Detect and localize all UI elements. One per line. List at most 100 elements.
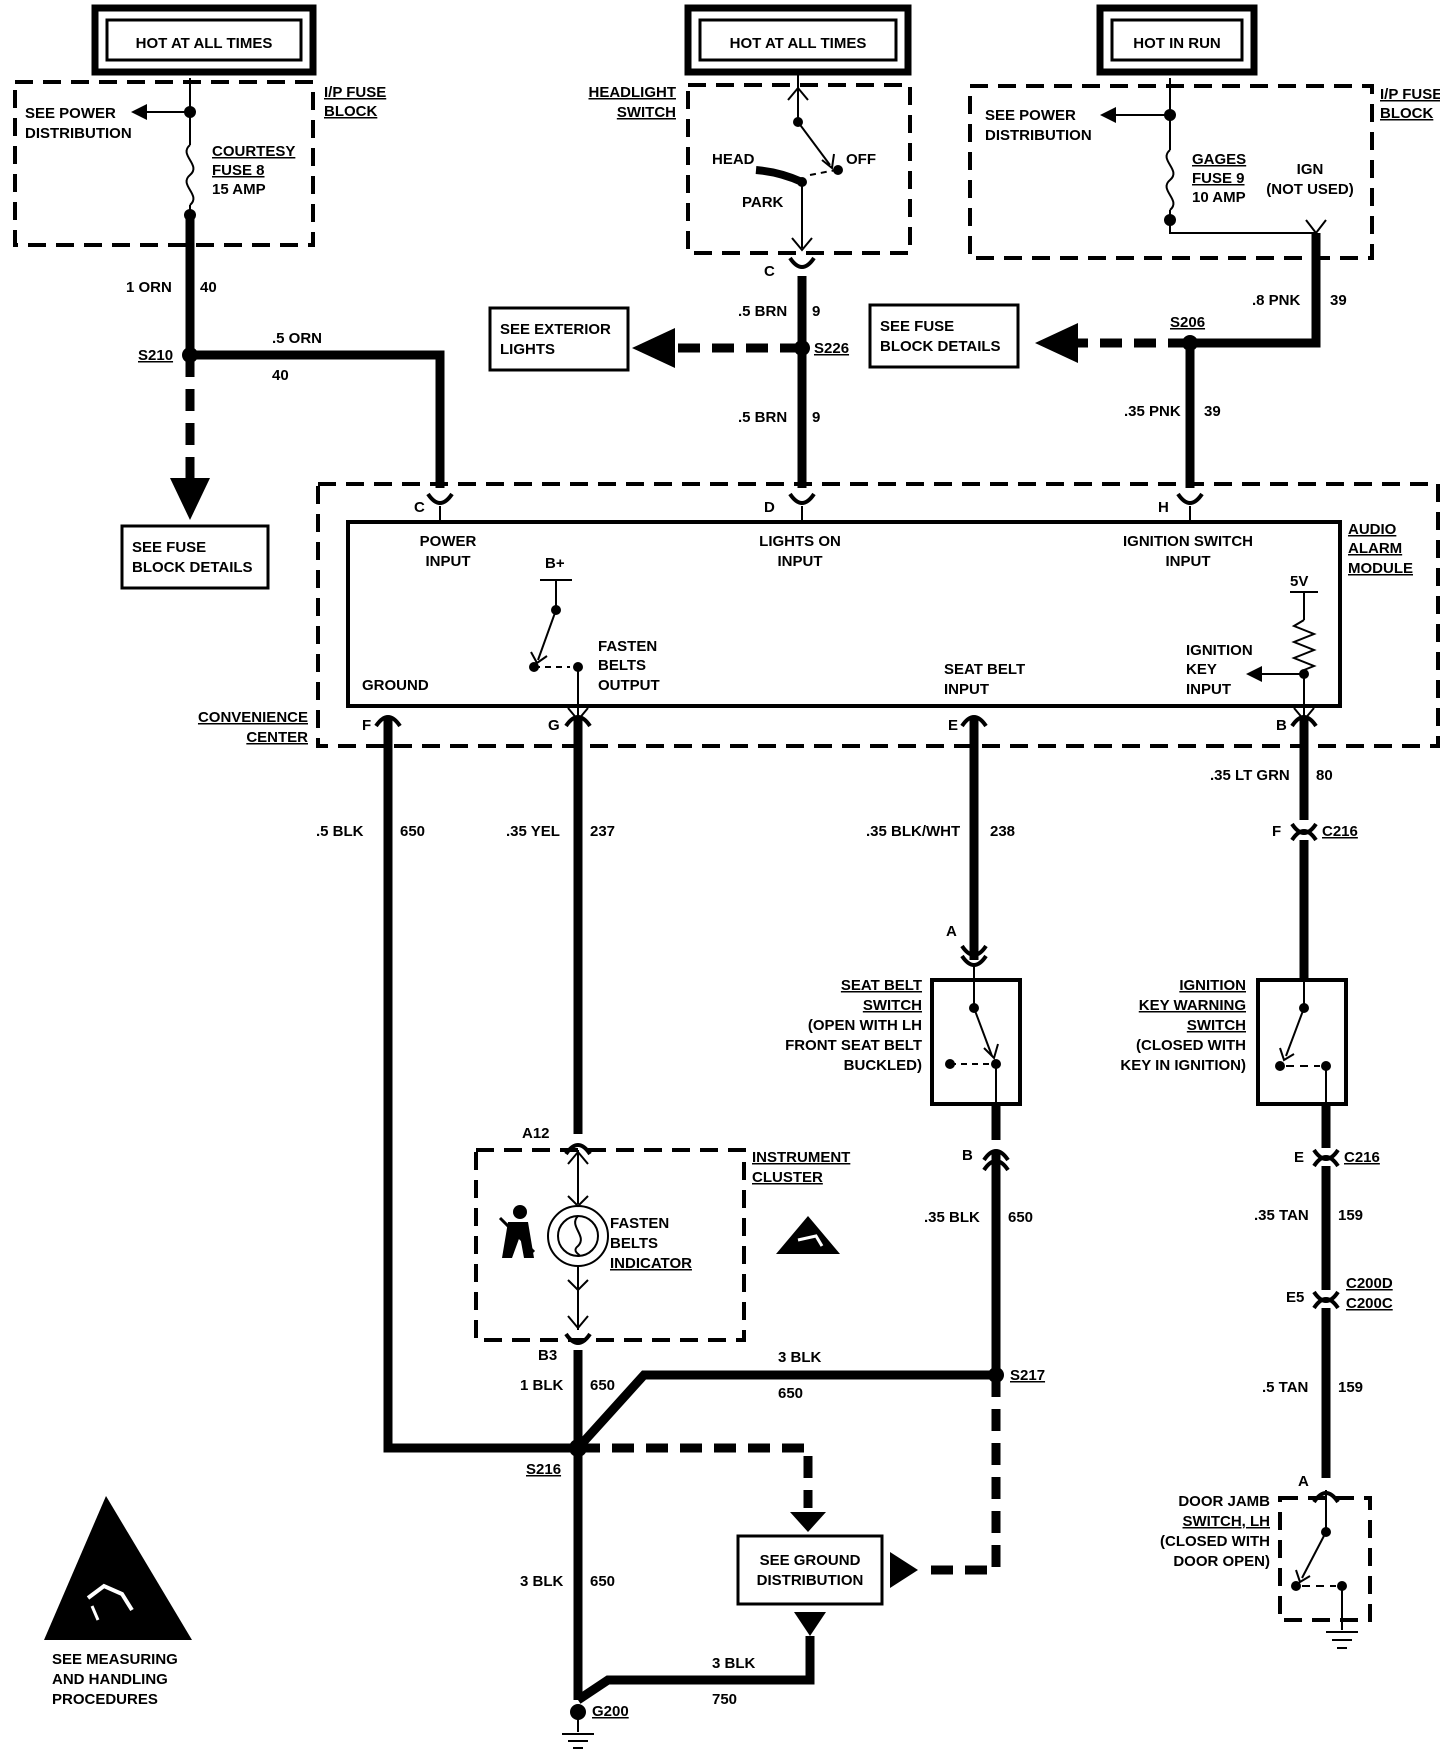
fasten-output-label-2: BELTS bbox=[598, 657, 646, 674]
fasten-output-label-3: OUTPUT bbox=[598, 677, 660, 694]
seat-belt-input-label-2: INPUT bbox=[944, 681, 989, 698]
headlight-head-label: HEAD bbox=[712, 151, 755, 168]
wire-w1-size: 1 ORN bbox=[126, 279, 172, 296]
switch-icon bbox=[973, 1007, 993, 1057]
pin-sb-a: A bbox=[946, 923, 957, 940]
wire-w7-size: .5 BLK bbox=[316, 823, 364, 840]
see-fuse-block-left-1: SEE FUSE bbox=[132, 539, 206, 556]
see-measuring-3: PROCEDURES bbox=[52, 1691, 158, 1708]
see-fuse-block-mid-1: SEE FUSE bbox=[880, 318, 954, 335]
convenience-center-label-2: CENTER bbox=[246, 729, 308, 746]
splice-s216-label: S216 bbox=[526, 1461, 561, 1478]
wire-w8-size: .35 YEL bbox=[506, 823, 560, 840]
see-fuse-block-left-2: BLOCK DETAILS bbox=[132, 559, 253, 576]
wire-w5-circuit: 39 bbox=[1330, 292, 1347, 309]
pin-c216-f: F bbox=[1272, 823, 1281, 840]
wire-w13-size: .5 TAN bbox=[1262, 1379, 1308, 1396]
see-ground-distribution[interactable]: SEE GROUND DISTRIBUTION bbox=[736, 1534, 884, 1606]
module-name-1: AUDIO bbox=[1348, 521, 1397, 538]
wire-w8-circuit: 237 bbox=[590, 823, 615, 840]
ign-switch-input-label-1: IGNITION SWITCH bbox=[1123, 533, 1253, 550]
instrument-cluster: INSTRUMENT CLUSTER FASTEN BELTS INDICATO… bbox=[474, 1148, 850, 1342]
connector-c200d: C200D bbox=[1346, 1275, 1393, 1292]
pin-c200-e5: E5 bbox=[1286, 1289, 1304, 1306]
ign-key-warning-switch-5: KEY IN IGNITION) bbox=[1120, 1057, 1246, 1074]
pin-hs-c: C bbox=[764, 263, 775, 280]
see-exterior-lights-1: SEE EXTERIOR bbox=[500, 321, 611, 338]
left-fuse-block: I/P FUSE BLOCK SEE POWER DISTRIBUTION CO… bbox=[13, 78, 386, 247]
wire-w5-size: .8 PNK bbox=[1252, 292, 1301, 309]
power-source-left-label: HOT AT ALL TIMES bbox=[136, 35, 273, 52]
see-exterior-lights[interactable]: SEE EXTERIOR LIGHTS bbox=[488, 306, 630, 372]
wire-w7-circuit: 650 bbox=[400, 823, 425, 840]
pin-mod-h: H bbox=[1158, 499, 1169, 516]
wire-w2-size: .5 ORN bbox=[272, 330, 322, 347]
wire-w17-size: 3 BLK bbox=[712, 1655, 756, 1672]
pin-mod-e: E bbox=[948, 717, 958, 734]
pin-dj-a: A bbox=[1298, 1473, 1309, 1490]
seat-belt-switch-5: BUCKLED) bbox=[844, 1057, 922, 1074]
ign-label-2: (NOT USED) bbox=[1266, 181, 1354, 198]
wire-w1-circuit: 40 bbox=[200, 279, 217, 296]
wire-w12-circuit: 159 bbox=[1338, 1207, 1363, 1224]
door-jamb-switch-1: DOOR JAMB bbox=[1178, 1493, 1270, 1510]
wire-w4-circuit: 9 bbox=[812, 409, 820, 426]
wire-w16-size: 3 BLK bbox=[778, 1349, 822, 1366]
gages-fuse-3: 10 AMP bbox=[1192, 189, 1246, 206]
resistor-icon bbox=[1291, 619, 1317, 671]
seat-belt-switch bbox=[930, 978, 1022, 1106]
esd-warning-icon bbox=[44, 1496, 192, 1640]
arrow-left-icon bbox=[1035, 323, 1078, 363]
ign-key-warning-switch-2: KEY WARNING bbox=[1139, 997, 1246, 1014]
pin-ic-b3: B3 bbox=[538, 1347, 557, 1364]
ign-key-input-label-3: INPUT bbox=[1186, 681, 1231, 698]
lights-on-label-2: INPUT bbox=[778, 553, 823, 570]
door-jamb-switch bbox=[1278, 1490, 1372, 1622]
seat-belt-switch-2: SWITCH bbox=[863, 997, 922, 1014]
wire-w9-circuit: 238 bbox=[990, 823, 1015, 840]
left-see-power-text-2: DISTRIBUTION bbox=[25, 125, 132, 142]
see-fuse-block-left[interactable]: SEE FUSE BLOCK DETAILS bbox=[120, 524, 270, 590]
ground-g200-label: G200 bbox=[592, 1703, 629, 1720]
ign-key-warning-switch-3: SWITCH bbox=[1187, 1017, 1246, 1034]
wire-w3-size: .5 BRN bbox=[738, 303, 787, 320]
door-jamb-switch-2: SWITCH, LH bbox=[1183, 1513, 1271, 1530]
wire-w9-size: .35 BLK/WHT bbox=[866, 823, 960, 840]
seat-belt-switch-1: SEAT BELT bbox=[841, 977, 922, 994]
wire-w6-size: .35 PNK bbox=[1124, 403, 1181, 420]
fasten-output-label-1: FASTEN bbox=[598, 638, 657, 655]
splice-s226-label: S226 bbox=[814, 340, 849, 357]
wire-w17-circuit: 750 bbox=[712, 1691, 737, 1708]
ground-icon bbox=[1326, 1620, 1358, 1649]
esd-warning-icon bbox=[776, 1216, 840, 1254]
connector-c216-top: C216 bbox=[1322, 823, 1358, 840]
pin-c216-e: E bbox=[1294, 1149, 1304, 1166]
power-source-center-label: HOT AT ALL TIMES bbox=[730, 35, 867, 52]
wire-w10-size: .35 LT GRN bbox=[1210, 767, 1290, 784]
power-source-center: HOT AT ALL TIMES bbox=[684, 4, 912, 76]
right-fuse-block-title-2: BLOCK bbox=[1380, 105, 1433, 122]
seat-belt-switch-4: FRONT SEAT BELT bbox=[785, 1037, 922, 1054]
module-name-2: ALARM bbox=[1348, 540, 1402, 557]
connector-c200c: C200C bbox=[1346, 1295, 1393, 1312]
wire-w12-size: .35 TAN bbox=[1254, 1207, 1309, 1224]
headlight-off-label: OFF bbox=[846, 151, 876, 168]
see-fuse-block-mid[interactable]: SEE FUSE BLOCK DETAILS bbox=[868, 303, 1020, 369]
instrument-cluster-title-2: CLUSTER bbox=[752, 1169, 823, 1186]
right-see-power-2: DISTRIBUTION bbox=[985, 127, 1092, 144]
wire-w10-circuit: 80 bbox=[1316, 767, 1333, 784]
fasten-belts-indicator-2: BELTS bbox=[610, 1235, 658, 1252]
pin-ic-a12: A12 bbox=[522, 1125, 550, 1142]
see-measuring-2: AND HANDLING bbox=[52, 1671, 168, 1688]
fuse-icon bbox=[185, 144, 195, 206]
right-fuse-block: I/P FUSE BLOCK SEE POWER DISTRIBUTION GA… bbox=[968, 78, 1440, 260]
wire-w14-circuit: 650 bbox=[590, 1377, 615, 1394]
power-source-right: HOT IN RUN bbox=[1096, 4, 1258, 76]
ign-key-warning-switch-1: IGNITION bbox=[1179, 977, 1246, 994]
bplus-label: B+ bbox=[545, 555, 565, 572]
fasten-belts-indicator-1: FASTEN bbox=[610, 1215, 669, 1232]
gages-fuse-2: FUSE 9 bbox=[1192, 170, 1245, 187]
ign-switch-input-label-2: INPUT bbox=[1166, 553, 1211, 570]
seat-belt-icon bbox=[498, 1205, 536, 1258]
